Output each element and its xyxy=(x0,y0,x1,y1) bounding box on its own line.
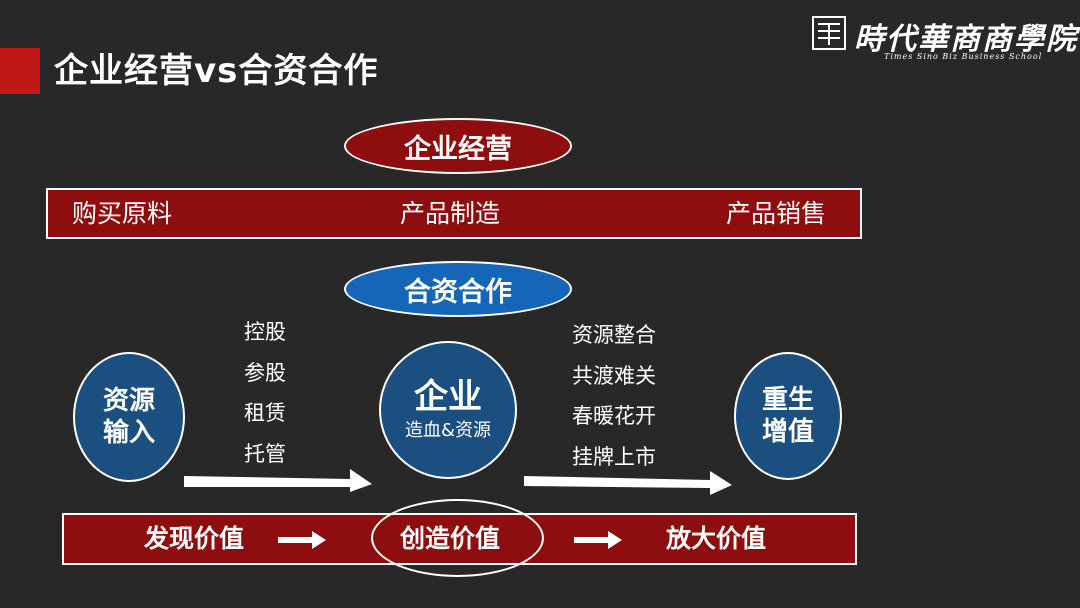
logo-subtitle: Times Sino Biz Business School xyxy=(884,52,1043,61)
step-sales: 产品销售 xyxy=(726,199,827,228)
arrow-right-icon xyxy=(184,469,372,492)
operation-label: 企业经营 xyxy=(404,133,512,165)
logo-text: 時代華商商學院 xyxy=(854,22,1078,57)
arrow-right-icon xyxy=(524,471,732,495)
resource-input-line1: 资源 xyxy=(102,386,155,416)
outcomes-list: 资源整合 共渡难关 春暖花开 挂牌上市 xyxy=(572,315,656,477)
method-item: 托管 xyxy=(244,441,286,466)
step-manufacture: 产品制造 xyxy=(400,199,501,228)
method-item: 参股 xyxy=(244,360,286,385)
cooperation-label: 合资合作 xyxy=(404,276,512,308)
school-logo: 時代華商商學院 Times Sino Biz Business School xyxy=(812,14,1076,68)
seal-icon xyxy=(812,16,846,50)
rebirth-line1: 重生 xyxy=(761,385,814,415)
value-amplify: 放大价值 xyxy=(666,524,767,553)
highlight-ellipse xyxy=(371,499,544,577)
outcome-item: 资源整合 xyxy=(572,323,656,347)
enterprise-subtitle: 造血&资源 xyxy=(404,420,492,441)
value-discover: 发现价值 xyxy=(144,524,245,553)
method-item: 控股 xyxy=(244,320,286,344)
methods-list: 控股 参股 租赁 托管 xyxy=(244,312,286,474)
cooperation-label-pill: 合资合作 xyxy=(344,261,572,317)
method-item: 租赁 xyxy=(244,401,286,425)
enterprise-node: 企业 造血&资源 xyxy=(379,341,517,479)
rebirth-line2: 增值 xyxy=(761,417,814,447)
operation-flow-bar: 购买原料 产品制造 产品销售 xyxy=(46,188,862,239)
step-purchase: 购买原料 xyxy=(72,199,173,228)
arrow-right-icon xyxy=(278,531,326,549)
resource-input-line2: 输入 xyxy=(102,418,155,448)
outcome-item: 共渡难关 xyxy=(572,363,656,388)
title-accent-bar xyxy=(0,48,40,94)
arrow-right-icon xyxy=(574,531,622,549)
enterprise-title: 企业 xyxy=(414,377,482,417)
outcome-item: 春暖花开 xyxy=(572,404,656,428)
resource-input-node: 资源 输入 xyxy=(73,352,185,482)
operation-label-pill: 企业经营 xyxy=(344,118,572,174)
rebirth-value-node: 重生 增值 xyxy=(734,352,842,480)
outcome-item: 挂牌上市 xyxy=(572,444,656,469)
page-title: 企业经营vs合资合作 xyxy=(54,51,379,91)
